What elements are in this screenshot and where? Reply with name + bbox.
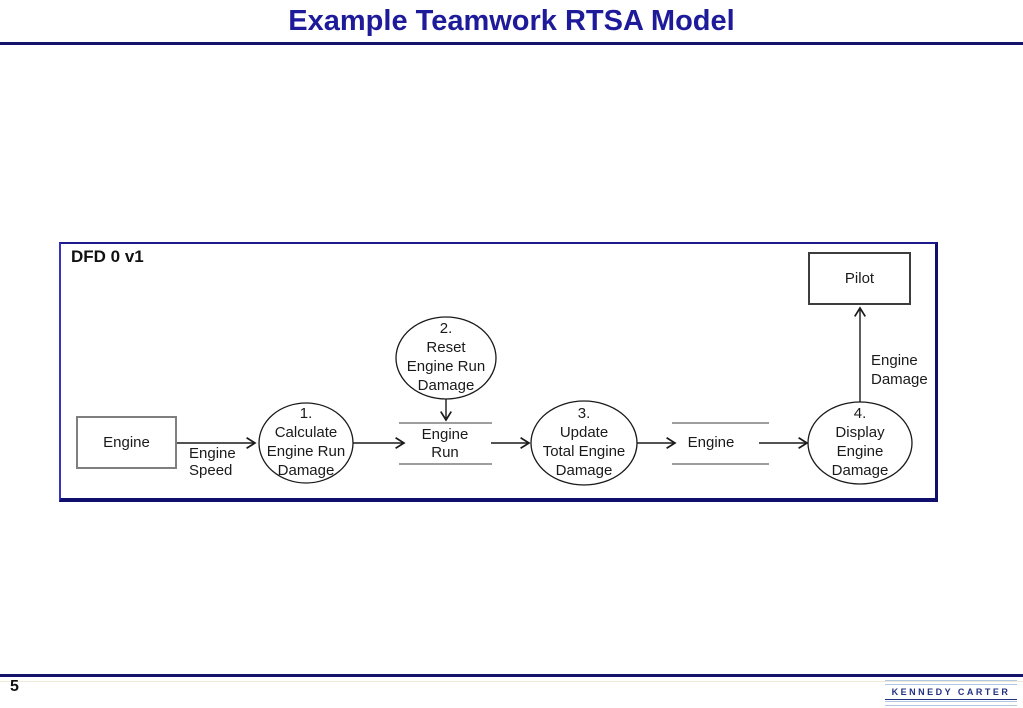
dfd-label: DFD 0 v1 xyxy=(71,247,144,266)
store-engine-line: Engine xyxy=(687,434,735,451)
process-3-label: 3. Update Total Engine Damage xyxy=(524,404,644,480)
terminator-engine-label: Engine xyxy=(103,434,150,451)
data-store-engine-run: Engine Run xyxy=(395,426,495,462)
process-4-label: 4. Display Engine Damage xyxy=(800,404,920,480)
process-2-line: Damage xyxy=(417,377,475,394)
process-1-line: Damage xyxy=(277,462,335,479)
store-engine-run-line: Run xyxy=(431,444,459,461)
process-3-number: 3. xyxy=(577,405,591,422)
flow-label-engine-speed-line: Engine xyxy=(189,445,236,462)
process-4-line: Engine xyxy=(836,443,884,460)
process-3-line: Total Engine xyxy=(542,443,626,460)
flow-label-engine-speed-line: Speed xyxy=(189,462,233,479)
terminator-pilot-label: Pilot xyxy=(844,270,875,287)
process-3-line: Damage xyxy=(555,462,613,479)
page-number: 5 xyxy=(10,678,19,695)
process-4-number: 4. xyxy=(853,405,867,422)
terminator-engine: Engine xyxy=(76,416,177,469)
title-divider xyxy=(0,42,1023,45)
process-1-label: 1. Calculate Engine Run Damage xyxy=(246,404,366,480)
process-4-line: Damage xyxy=(831,462,889,479)
page-title: Example Teamwork RTSA Model xyxy=(288,5,735,37)
logo-stripes-top xyxy=(885,680,1017,686)
flow-label-engine-damage: Engine Damage xyxy=(871,351,928,389)
process-1-line: Engine Run xyxy=(266,443,346,460)
flow-label-engine-damage-line: Engine xyxy=(871,352,918,369)
flow-label-engine-speed: Engine Speed xyxy=(189,445,236,479)
footer-divider xyxy=(0,674,1023,677)
data-store-engine: Engine xyxy=(661,434,761,452)
dfd-frame: DFD 0 v1 Engine Pilot 1. Calculate Engin… xyxy=(59,242,938,502)
dfd-diagram: DFD 0 v1 Engine Pilot 1. Calculate Engin… xyxy=(61,244,935,498)
process-2-line: Engine Run xyxy=(406,358,486,375)
kennedy-carter-logo: KENNEDY CARTER xyxy=(885,680,1017,707)
logo-stripes-bottom xyxy=(885,701,1017,707)
process-2-number: 2. xyxy=(439,320,453,337)
process-1-line: Calculate xyxy=(274,424,338,441)
store-engine-run-line: Engine xyxy=(421,426,469,443)
process-3-line: Update xyxy=(559,424,609,441)
process-2-label: 2. Reset Engine Run Damage xyxy=(386,319,506,395)
diagram-canvas xyxy=(177,306,913,486)
process-2-line: Reset xyxy=(426,339,466,356)
flow-label-engine-damage-line: Damage xyxy=(871,371,928,388)
process-4-line: Display xyxy=(835,424,885,441)
footer-accent-line xyxy=(0,681,1023,682)
logo-text: KENNEDY CARTER xyxy=(885,686,1017,700)
terminator-pilot: Pilot xyxy=(808,252,911,305)
process-1-number: 1. xyxy=(299,405,313,422)
